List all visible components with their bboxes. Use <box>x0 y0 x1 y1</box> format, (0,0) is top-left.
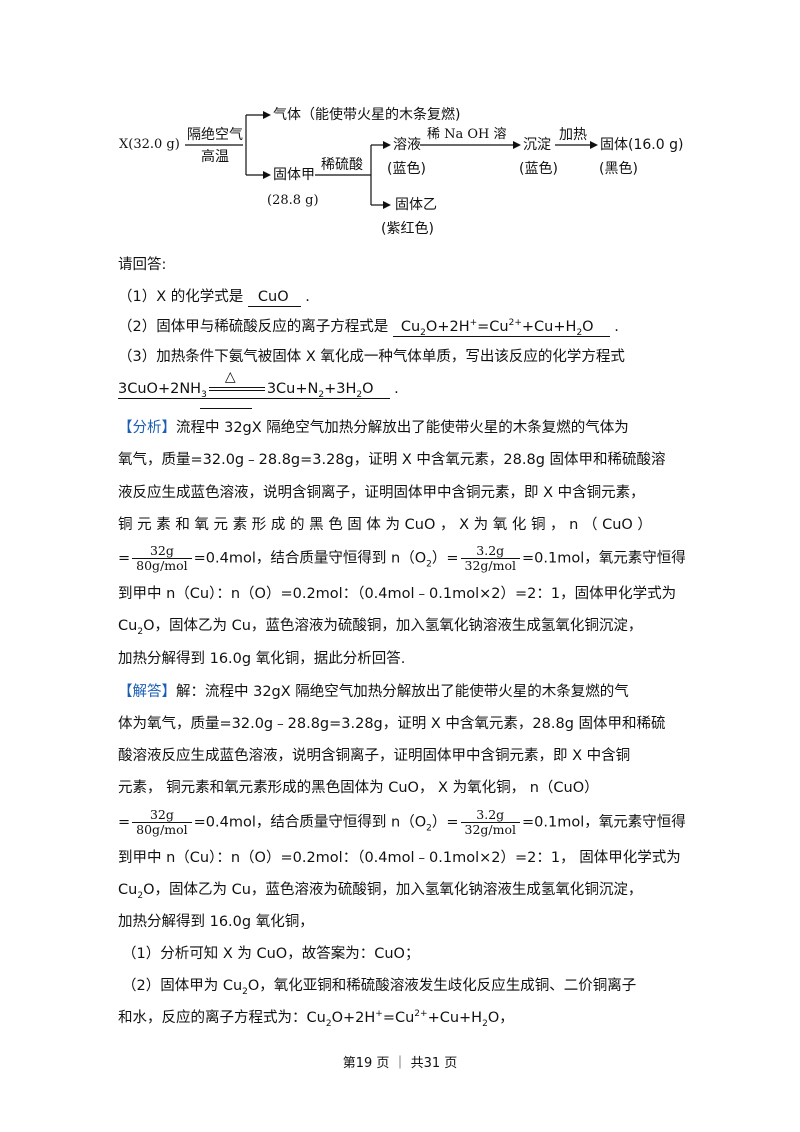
flow-precipitate: 沉淀 <box>523 137 551 153</box>
page-footer: 第19 页 ｜ 共31 页 <box>342 1056 458 1071</box>
flow-naoh: 稀 Na OH 溶 <box>427 127 507 142</box>
equation-underline <box>200 408 252 409</box>
solution-sub-1: （1）分析可知 X 为 CuO，故答案为：CuO； <box>122 946 420 962</box>
flow-heat: 加热 <box>559 127 587 143</box>
analysis-line-3: 液反应生成蓝色溶液，说明含铜离子，证明固体甲中含铜元素，即 X 中含铜元素， <box>118 485 645 501</box>
analysis-line-6: 到甲中 n（Cu）：n（O）=0.2mol：（0.4mol﹣0.1mol×2）=… <box>118 586 677 602</box>
solution-line-8: 加热分解得到 16.0g 氧化铜， <box>118 914 314 930</box>
solution-tag: 【解答】 <box>118 684 176 700</box>
solution-line-1: 【解答】解：流程中 32gX 隔绝空气加热分解放出了能使带火星的木条复燃的气 <box>118 684 629 700</box>
flow-cond-bottom: 高温 <box>201 149 229 165</box>
flow-precipitate-color: (蓝色) <box>519 161 558 177</box>
solution-sub-2: （2）固体甲为 Cu2O，氧化亚铜和稀硫酸溶液发生歧化反应生成铜、二价铜离子 <box>122 978 637 997</box>
solution-line-2: 体为氧气，质量=32.0g﹣28.8g=3.28g，证明 X 中含氧元素，28.… <box>118 716 666 732</box>
analysis-line-4: 铜 元 素 和 氧 元 素 形 成 的 黑 色 固 体 为 CuO ， X 为 … <box>118 517 652 533</box>
flow-acid: 稀硫酸 <box>321 157 363 173</box>
prompt: 请回答: <box>118 257 167 273</box>
flow-solid-b: 固体乙 <box>395 197 437 213</box>
question-3: （3）加热条件下氨气被固体 X 氧化成一种气体单质，写出该反应的化学方程式 <box>118 349 625 365</box>
analysis-line-7: Cu2O，固体乙为 Cu，蓝色溶液为硫酸铜，加入氢氧化钠溶液生成氢氧化铜沉淀， <box>118 618 643 637</box>
flow-solid-a-mass: (28.8 g) <box>267 193 319 208</box>
flow-gas: 气体（能使带火星的木条复燃) <box>273 107 461 123</box>
question-1: （1）X 的化学式是 CuO . <box>118 288 310 307</box>
question-2: （2）固体甲与稀硫酸反应的离子方程式是 Cu2O+2H+=Cu2++Cu+H2O… <box>118 318 619 338</box>
solution-line-3: 酸溶液反应生成蓝色溶液，说明含铜离子，证明固体甲中含铜元素，即 X 中含铜 <box>118 748 631 764</box>
flow-solid-final-color: (黑色) <box>599 161 638 177</box>
answer-2: Cu2O+2H+=Cu2++Cu+H2O <box>392 318 610 337</box>
flow-solid-a: 固体甲 <box>273 167 315 183</box>
flow-solid-final: 固体(16.0 g) <box>600 137 684 153</box>
solution-line-6: 到甲中 n（Cu）：n（O）=0.2mol：（0.4mol﹣0.1mol×2）=… <box>118 850 681 866</box>
flow-cond-top: 隔绝空气 <box>187 127 243 143</box>
delta-symbol: △ <box>224 369 236 385</box>
flow-arrows <box>185 111 598 209</box>
answer-1: CuO <box>247 288 301 307</box>
solution-line-7: Cu2O，固体乙为 Cu，蓝色溶液为硫酸铜，加入氢氧化钠溶液生成氢氧化铜沉淀， <box>118 882 643 901</box>
flow-solid-b-color: (紫红色) <box>381 221 434 237</box>
answer-3: 3CuO+2NH3△3Cu+N2+3H2O . <box>118 369 399 400</box>
analysis-line-1: 【分析】流程中 32gX 隔绝空气加热分解放出了能使带火星的木条复燃的气体为 <box>118 420 629 436</box>
analysis-line-8: 加热分解得到 16.0g 氧化铜，据此分析回答. <box>118 651 406 667</box>
analysis-line-2: 氧气，质量=32.0g﹣28.8g=3.28g，证明 X 中含氧元素，28.8g… <box>118 452 666 468</box>
flow-solution: 溶液 <box>393 137 421 153</box>
flow-solution-color: (蓝色) <box>387 161 426 177</box>
solution-sub-2-cont: 和水，反应的离子方程式为：Cu2O+2H+=Cu2++Cu+H2O， <box>118 1009 514 1029</box>
flow-diagram: X(32.0 g) 隔绝空气 高温 气体（能使带火星的木条复燃) 固体甲 (28… <box>115 95 695 245</box>
solution-line-4: 元素， 铜元素和氧元素形成的黑色固体为 CuO， X 为氧化铜， n（CuO） <box>118 780 599 796</box>
flow-x-start: X(32.0 g) <box>119 137 180 152</box>
analysis-tag: 【分析】 <box>118 420 176 436</box>
